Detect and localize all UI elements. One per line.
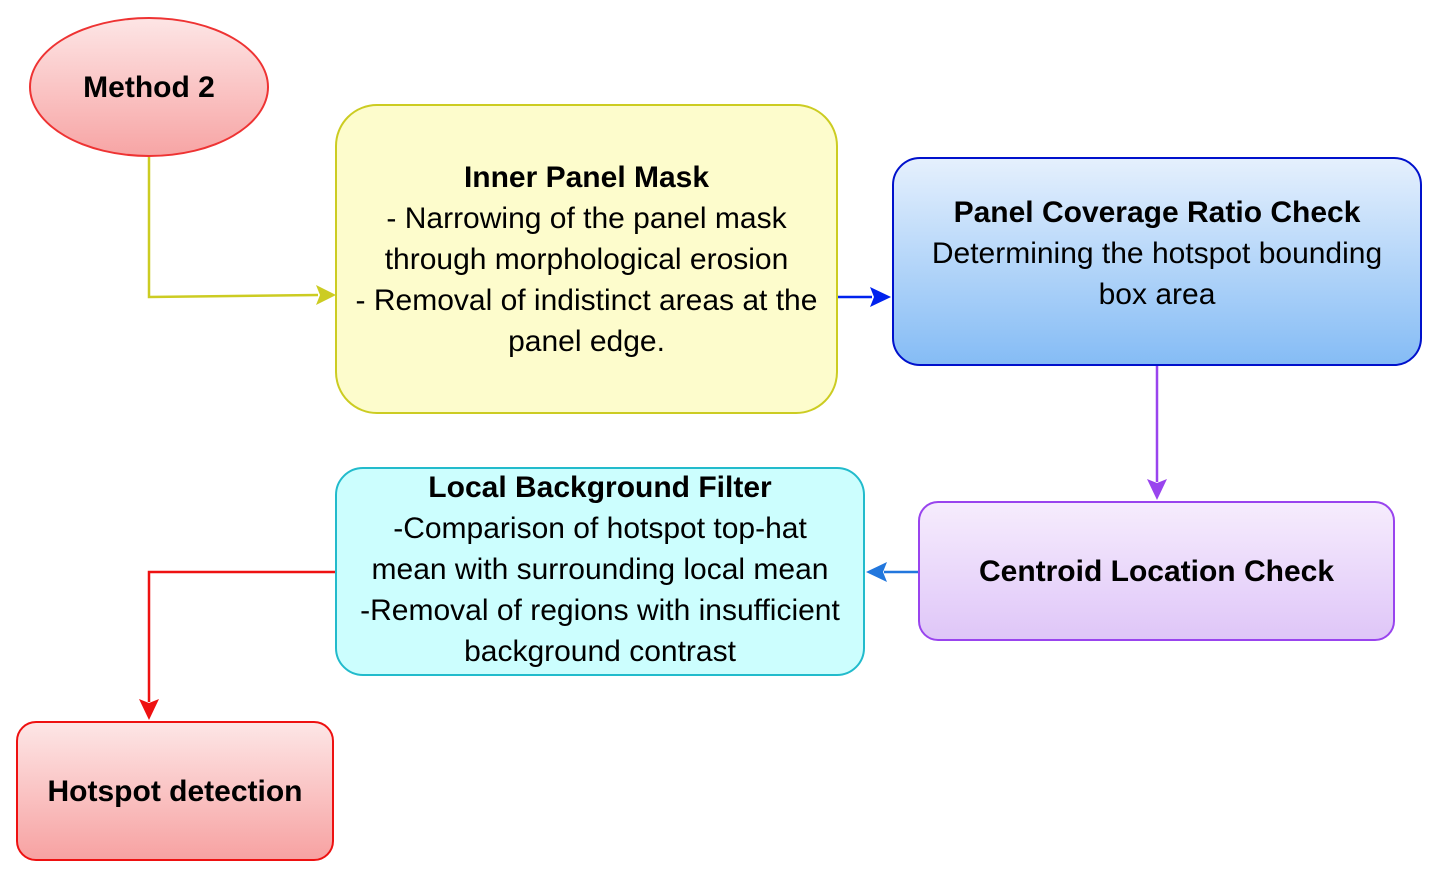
method-2-node: Method 2 (29, 17, 269, 157)
inner-panel-mask-node: Inner Panel Mask - Narrowing of the pane… (335, 104, 838, 414)
inner-panel-mask-line: - Narrowing of the panel mask (386, 201, 787, 235)
connector-coverage-to-centroid (1147, 366, 1167, 500)
local-background-line: mean with surrounding local mean (371, 553, 829, 586)
local-background-title: Local Background Filter (428, 471, 772, 504)
connector-method2-to-inner (147, 157, 336, 305)
inner-panel-mask-line: - Removal of indistinct areas at the (355, 283, 818, 317)
local-background-node: Local Background Filter -Comparison of h… (335, 467, 865, 676)
panel-coverage-line: box area (1098, 278, 1216, 311)
method-2-title: Method 2 (83, 70, 215, 104)
local-background-line: -Removal of regions with insufficient (360, 594, 840, 627)
local-background-line: background contrast (464, 635, 736, 668)
hotspot-detection-title: Hotspot detection (47, 774, 303, 808)
inner-panel-mask-line: through morphological erosion (384, 242, 789, 276)
connector-centroid-to-localbg (866, 562, 918, 582)
panel-coverage-node: Panel Coverage Ratio Check Determining t… (892, 157, 1422, 366)
hotspot-detection-node: Hotspot detection (16, 721, 334, 861)
inner-panel-mask-line: panel edge. (508, 324, 665, 358)
centroid-location-title: Centroid Location Check (978, 554, 1335, 588)
connector-inner-to-coverage (838, 287, 891, 307)
local-background-line: -Comparison of hotspot top-hat (393, 512, 807, 545)
centroid-location-node: Centroid Location Check (918, 501, 1395, 641)
panel-coverage-title: Panel Coverage Ratio Check (953, 196, 1361, 229)
inner-panel-mask-title: Inner Panel Mask (463, 160, 710, 194)
connector-localbg-to-hotspot (139, 570, 335, 720)
panel-coverage-line: Determining the hotspot bounding (931, 237, 1383, 270)
